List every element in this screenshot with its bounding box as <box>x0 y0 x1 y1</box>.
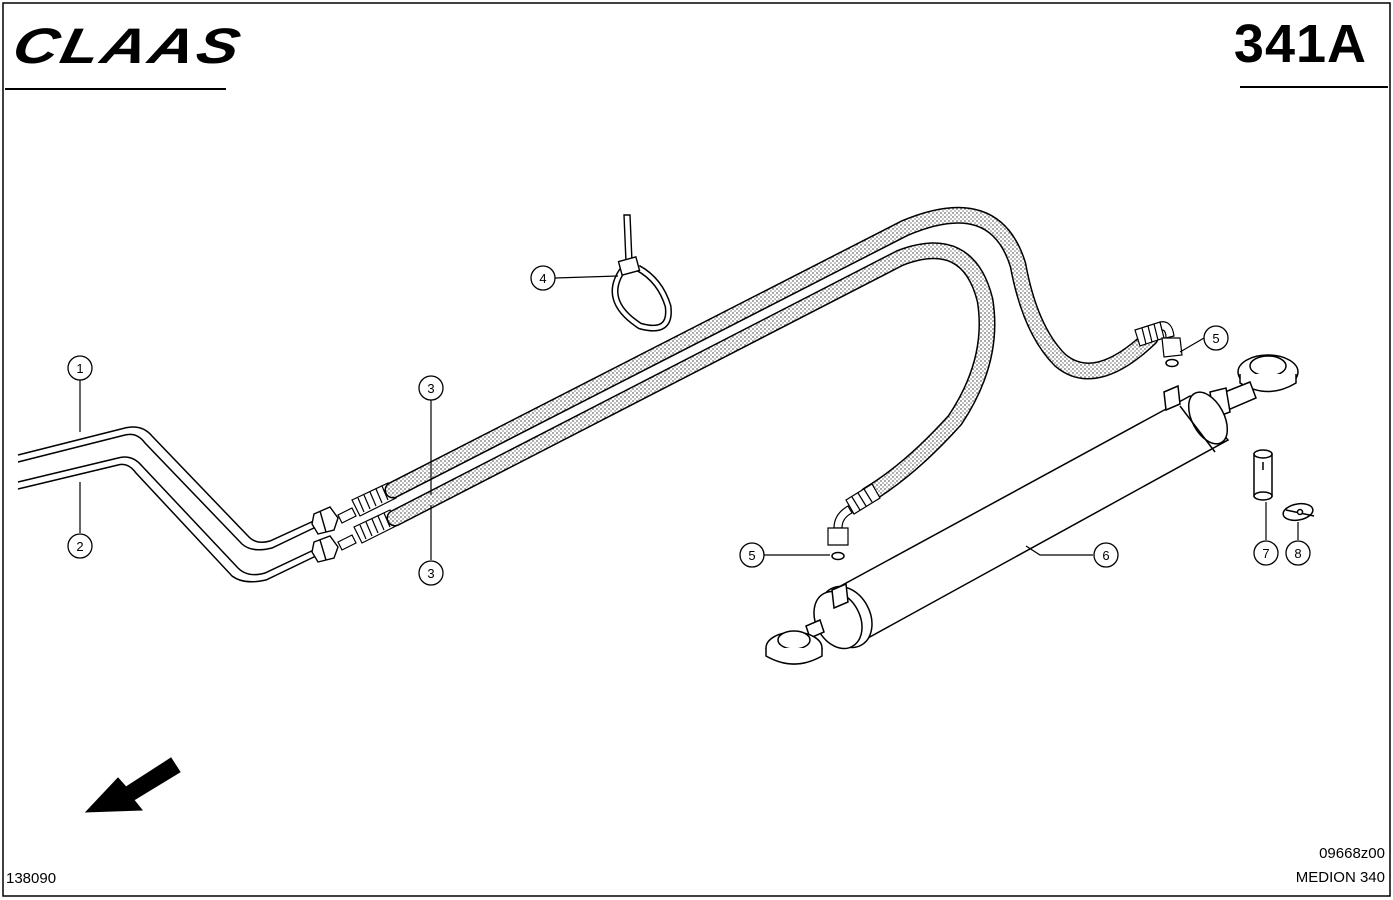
callout-2: 2 <box>76 539 83 554</box>
hydraulic-hose-upper <box>384 206 1159 499</box>
callout-5-lower: 5 <box>748 548 755 563</box>
pipe-nut-2 <box>311 535 339 563</box>
callout-6: 6 <box>1102 548 1109 563</box>
doc-code: 138090 <box>6 870 57 887</box>
direction-arrow-icon <box>84 757 181 813</box>
callout-3-lower: 3 <box>427 566 434 581</box>
brand-logo: CLAAS <box>8 18 248 74</box>
o-ring-upper <box>1165 358 1179 368</box>
rigid-pipe-1 <box>17 426 319 551</box>
hose-fitting-cylinder-base <box>827 483 881 546</box>
hydraulic-cylinder <box>765 354 1299 665</box>
lynch-pin-clip <box>1282 502 1315 522</box>
page-number: 341A <box>1233 14 1367 74</box>
drawing-code: 09668z00 <box>1319 845 1385 862</box>
callout-8: 8 <box>1294 546 1301 561</box>
leader-lines <box>79 275 1299 560</box>
model-name: MEDION 340 <box>1295 869 1385 886</box>
callout-4: 4 <box>539 271 546 286</box>
cable-tie <box>611 214 672 332</box>
callout-7: 7 <box>1262 546 1269 561</box>
hose-fitting-cylinder-rod <box>1134 321 1183 358</box>
hydraulic-hose-lower <box>386 242 996 527</box>
callout-5-upper: 5 <box>1212 331 1219 346</box>
cylinder-pin <box>1253 449 1273 501</box>
rigid-pipe-2 <box>17 456 319 583</box>
pipe-nut-1 <box>311 506 339 535</box>
o-ring-lower <box>831 551 845 561</box>
callout-3-upper: 3 <box>427 381 434 396</box>
callout-1: 1 <box>76 361 83 376</box>
callout-circles <box>67 265 1311 586</box>
